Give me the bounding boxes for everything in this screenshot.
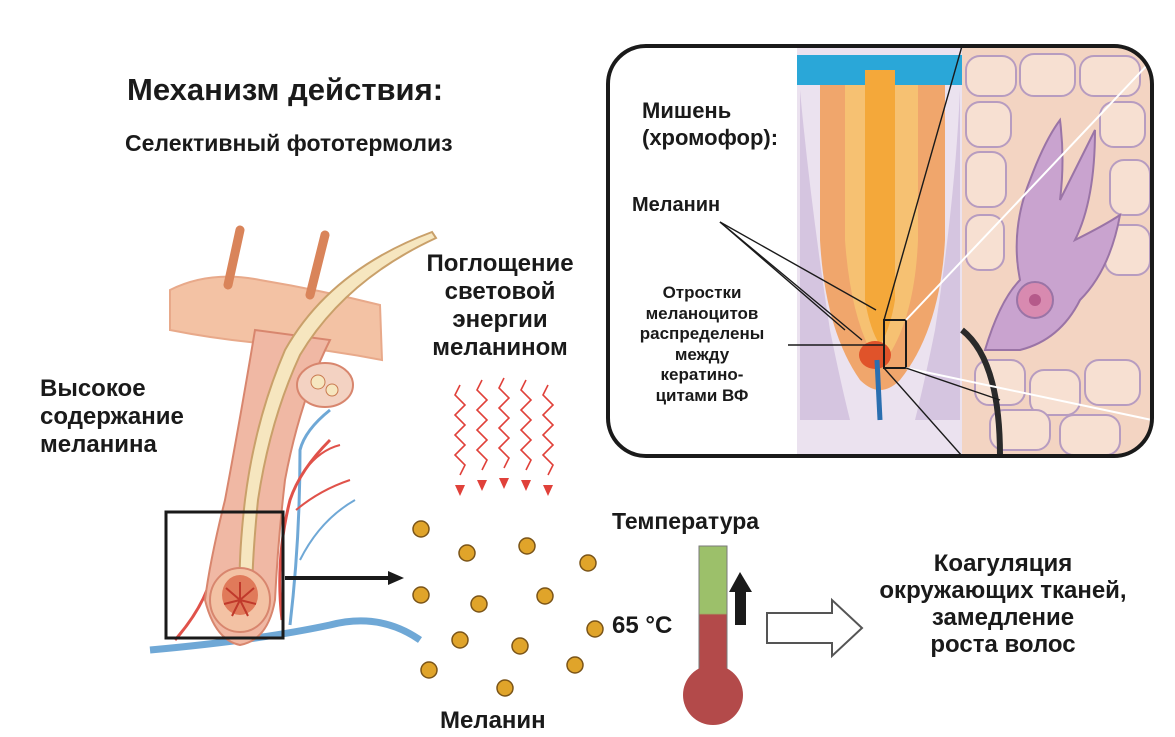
- page-subtitle: Селективный фототермолиз: [125, 130, 453, 156]
- absorption-label: Поглощение световой энергии меланином: [400, 250, 600, 362]
- absorption-line: энергии: [452, 306, 548, 333]
- zoom-arrow: [285, 571, 404, 585]
- inset-target-line: Мишень: [642, 98, 732, 123]
- inset-processes-line: распределены: [639, 324, 765, 343]
- high-melanin-line: Высокое: [40, 375, 146, 402]
- coagulation-line: Коагуляция: [933, 550, 1073, 577]
- inset-processes-line: меланоцитов: [645, 303, 759, 323]
- absorption-line: световой: [444, 278, 556, 305]
- page-title: Механизм действия:: [127, 72, 444, 107]
- high-melanin-line: меланина: [40, 431, 157, 458]
- inset-processes-line: между: [674, 344, 730, 364]
- inset-border: [606, 44, 1154, 458]
- absorption-line: Поглощение: [426, 250, 574, 277]
- coagulation-label: Коагуляция окружающих тканей, замедление…: [848, 550, 1158, 658]
- inset-melanin-label: Меланин: [632, 194, 721, 216]
- high-melanin-label: Высокое содержание меланина: [40, 375, 184, 459]
- inset-panel: [606, 44, 1154, 458]
- temperature-up-arrow: [729, 572, 752, 625]
- high-melanin-line: содержание: [40, 403, 184, 430]
- light-energy-waves: [453, 377, 555, 476]
- temperature-label: Температура: [612, 508, 760, 534]
- coagulation-line: замедление: [931, 604, 1075, 631]
- inset-target-label: Мишень (хромофор):: [642, 97, 778, 151]
- absorption-line: меланином: [432, 334, 568, 361]
- coagulation-line: роста волос: [930, 631, 1076, 658]
- hair-follicle-illustration: [149, 225, 438, 654]
- inset-processes-line: Отростки: [662, 283, 742, 302]
- inset-processes-label: Отростки меланоцитов распределены между …: [622, 283, 782, 406]
- melanin-label: Меланин: [440, 707, 546, 734]
- inset-processes-line: кератино-: [660, 365, 744, 384]
- coagulation-line: окружающих тканей,: [879, 577, 1127, 604]
- wave-arrowheads: [455, 478, 553, 496]
- melanin-granules: [412, 520, 604, 697]
- thermometer: [683, 545, 743, 725]
- inset-target-line: (хромофор):: [642, 125, 779, 150]
- result-arrow: [766, 597, 864, 659]
- zoom-box: [164, 510, 285, 640]
- temperature-value: 65 °C: [612, 612, 673, 639]
- inset-processes-line: цитами ВФ: [655, 385, 749, 405]
